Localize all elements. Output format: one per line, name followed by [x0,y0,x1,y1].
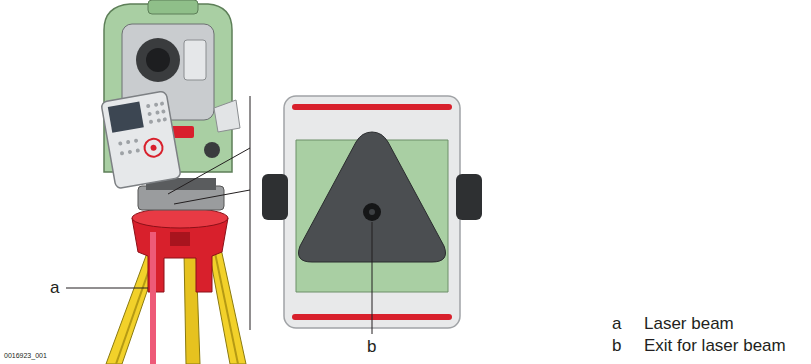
keyboard-panel [101,91,181,189]
leader-line [66,288,148,289]
detail-bracket [168,96,250,330]
key-text: Exit for laser beam [644,336,786,356]
tripod [106,208,246,364]
figure-id: 0016923_001 [4,352,47,360]
laser-beam [150,232,156,364]
callout-letter: b [367,337,376,357]
key-letter: a [612,314,621,334]
key-letter: b [612,336,621,356]
leader-line [372,222,373,334]
callout-letter: a [50,278,59,298]
key-text: Laser beam [644,314,734,334]
